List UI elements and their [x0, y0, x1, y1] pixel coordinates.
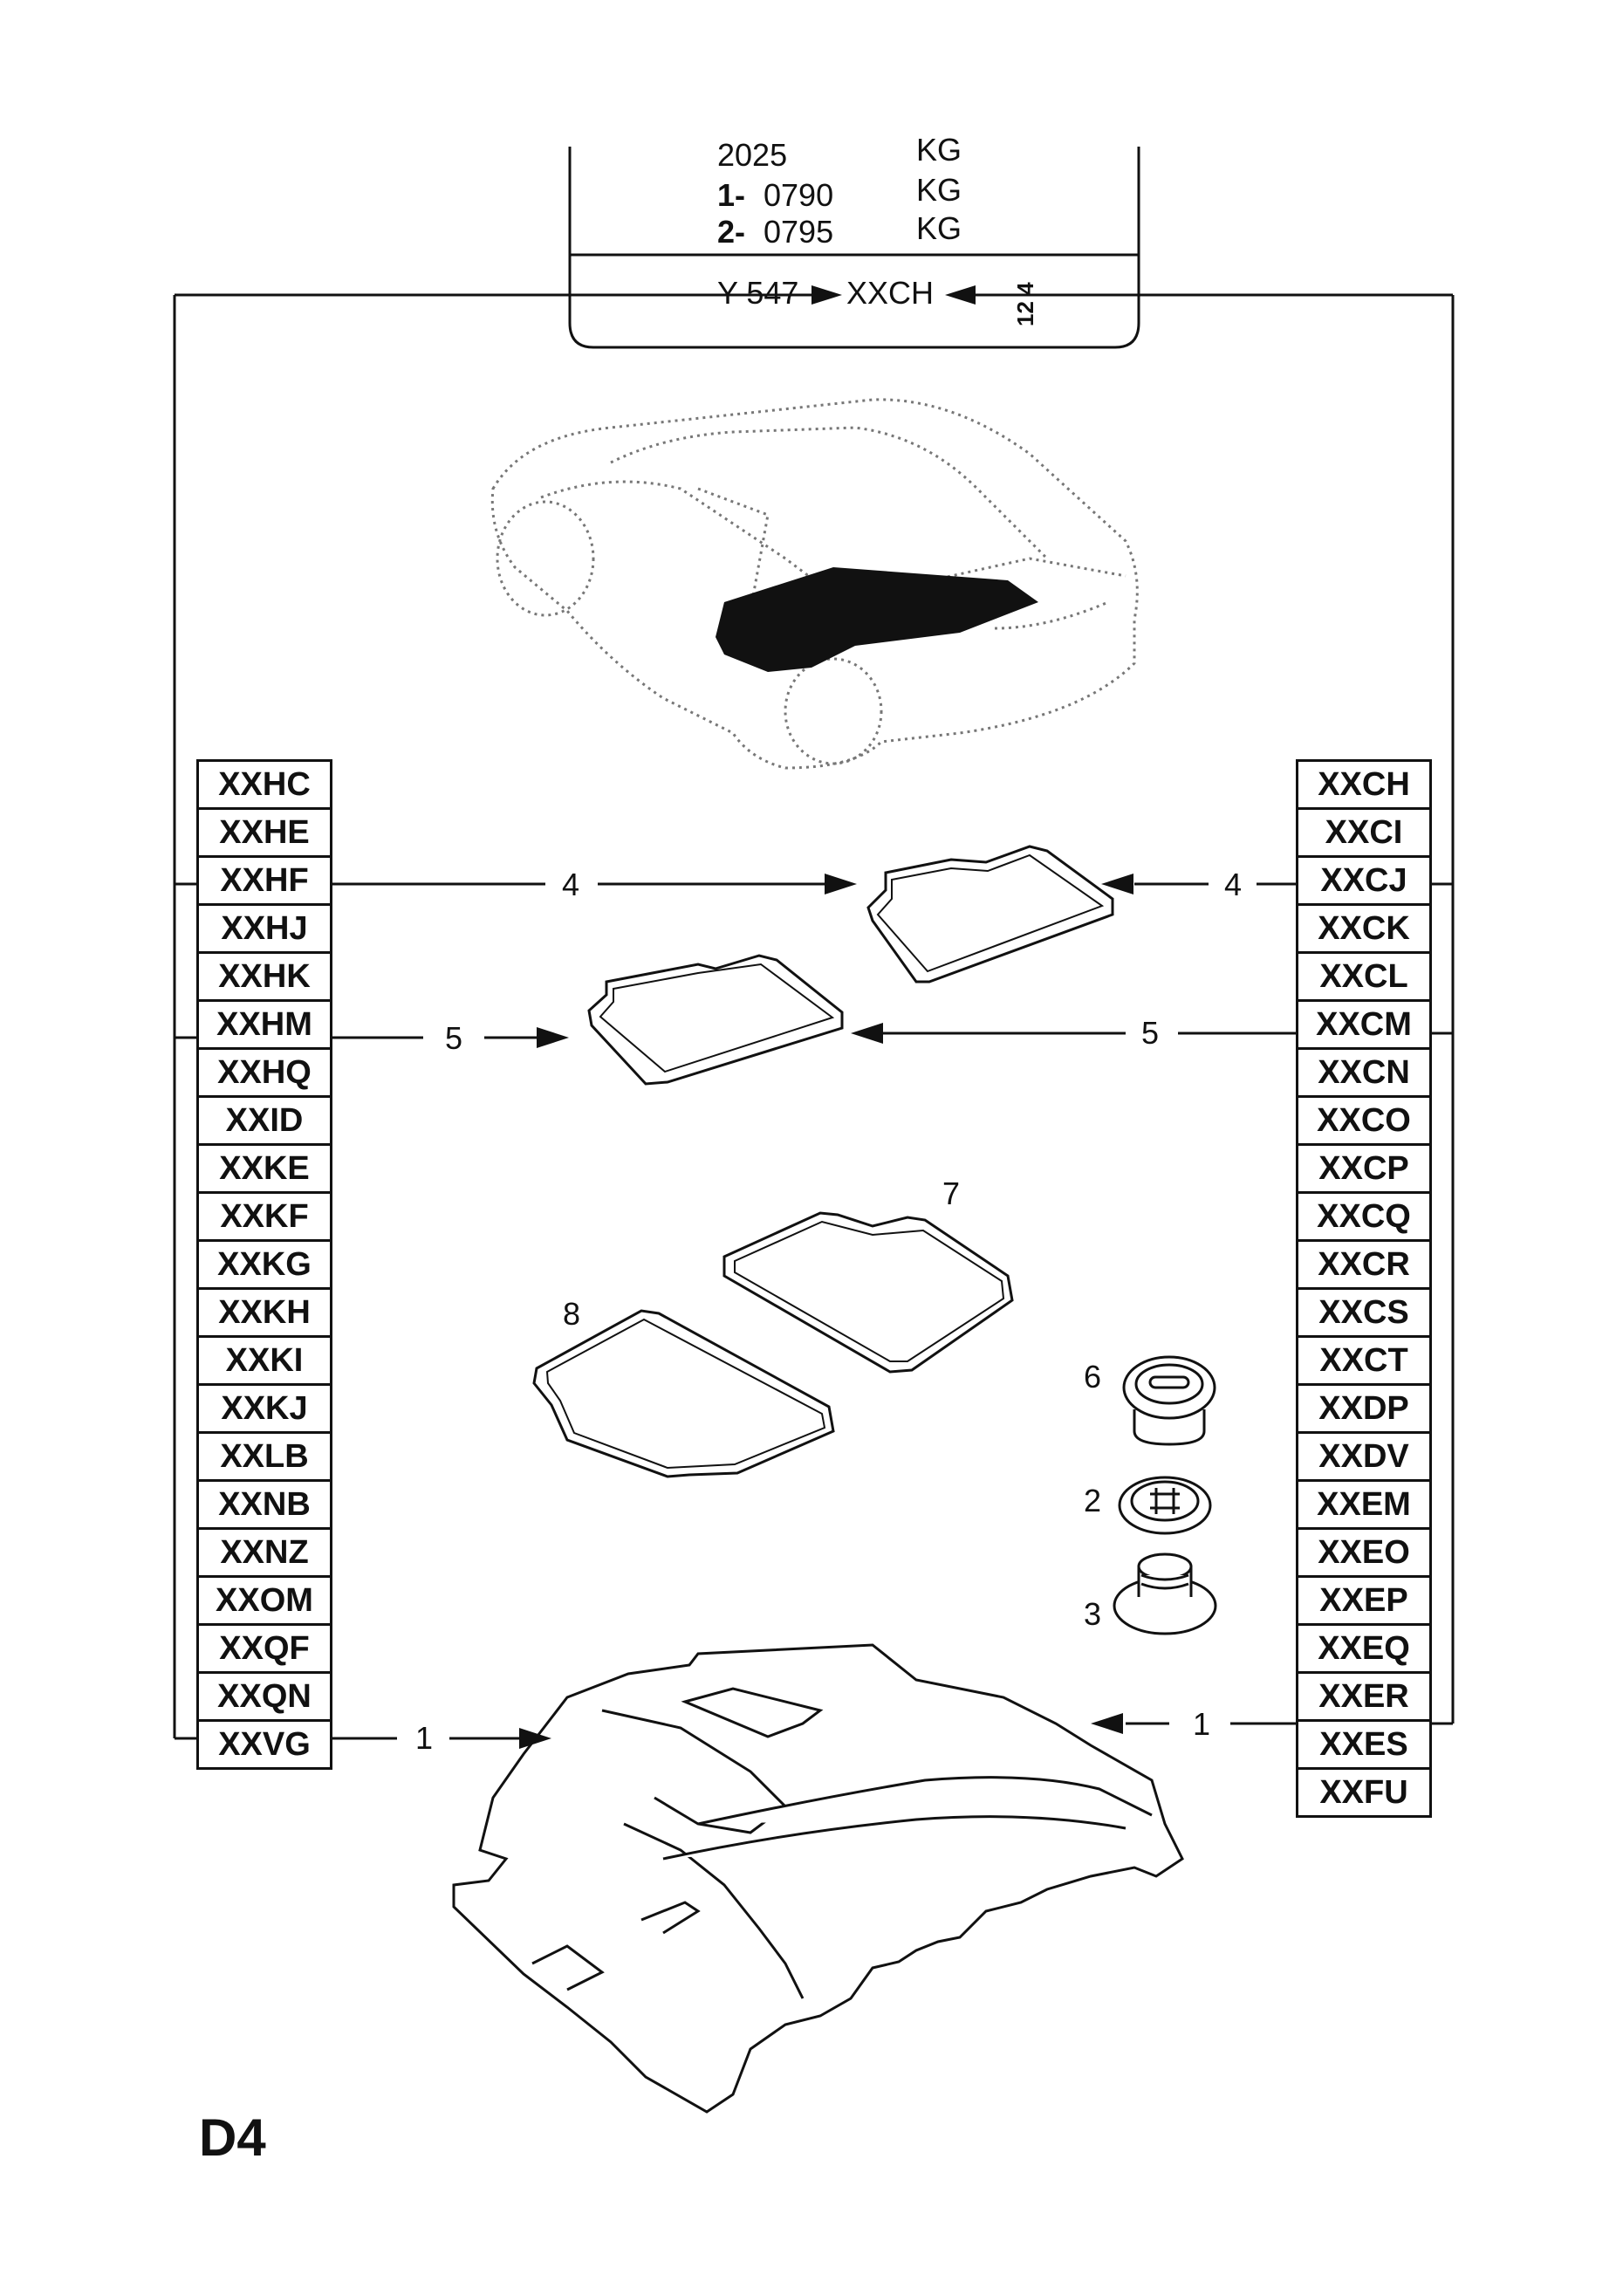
frame-lines — [173, 293, 1455, 1740]
left-code-cell: XXNZ — [196, 1527, 332, 1578]
right-code-cell: XXES — [1296, 1719, 1432, 1770]
left-code-cell: XXID — [196, 1095, 332, 1146]
left-code-cell: XXHK — [196, 951, 332, 1002]
left-code-cell: XXKH — [196, 1287, 332, 1338]
mat-part-7 — [722, 1211, 1014, 1374]
right-code-cell: XXER — [1296, 1671, 1432, 1722]
header-block — [568, 147, 1140, 349]
right-code-cell: XXCJ — [1296, 855, 1432, 906]
right-code-cell: XXCT — [1296, 1335, 1432, 1386]
left-code-cell: XXQF — [196, 1623, 332, 1674]
fastener-part-3 — [1113, 1552, 1217, 1635]
left-code-cell: XXKI — [196, 1335, 332, 1386]
callout-lines — [332, 882, 1296, 1740]
left-code-cell: XXKE — [196, 1143, 332, 1194]
header-unit-1: KG — [916, 132, 962, 168]
mat-part-4 — [866, 845, 1114, 984]
header-ref-left: Y 547 — [717, 275, 798, 311]
left-code-cell: XXHQ — [196, 1047, 332, 1098]
header-prefix-2: 1- — [717, 177, 745, 213]
right-code-cell: XXCS — [1296, 1287, 1432, 1338]
callout-part-6: 6 — [1084, 1359, 1101, 1395]
callout-part-5-left: 5 — [445, 1020, 462, 1056]
left-code-cell: XXHM — [196, 999, 332, 1050]
right-code-cell: XXFU — [1296, 1767, 1432, 1818]
right-code-cell: XXDP — [1296, 1383, 1432, 1434]
left-code-cell: XXHC — [196, 759, 332, 810]
right-code-cell: XXEQ — [1296, 1623, 1432, 1674]
mat-part-8 — [532, 1309, 835, 1478]
right-code-cell: XXCP — [1296, 1143, 1432, 1194]
callout-part-8: 8 — [563, 1296, 580, 1332]
right-code-cell: XXCL — [1296, 951, 1432, 1002]
header-prefix-3: 2- — [717, 214, 745, 250]
header-arrows — [812, 285, 976, 305]
callout-part-4-right: 4 — [1224, 867, 1242, 902]
fastener-part-2 — [1118, 1476, 1212, 1535]
right-code-cell: XXCH — [1296, 759, 1432, 810]
right-code-cell: XXCR — [1296, 1239, 1432, 1290]
right-code-cell: XXCQ — [1296, 1191, 1432, 1242]
page-id: D4 — [199, 2108, 266, 2167]
car-illustration — [490, 398, 1139, 770]
right-code-cell: XXDV — [1296, 1431, 1432, 1482]
header-number-2: 0790 — [764, 177, 833, 213]
header-number-1: 2025 — [717, 137, 787, 173]
header-unit-3: KG — [916, 210, 962, 246]
left-code-cell: XXOM — [196, 1575, 332, 1626]
callout-part-4-left: 4 — [562, 867, 579, 902]
callout-part-2: 2 — [1084, 1483, 1101, 1518]
right-code-cell: XXCI — [1296, 807, 1432, 858]
header-number-3: 0795 — [764, 214, 833, 250]
header-unit-2: KG — [916, 172, 962, 208]
right-code-cell: XXCO — [1296, 1095, 1432, 1146]
right-code-cell: XXCK — [1296, 903, 1432, 954]
callout-part-1-right: 1 — [1193, 1706, 1210, 1742]
left-code-cell: XXLB — [196, 1431, 332, 1482]
fastener-part-6 — [1122, 1355, 1216, 1446]
left-code-cell: XXKF — [196, 1191, 332, 1242]
right-code-cell: XXCM — [1296, 999, 1432, 1050]
header-ref-code: XXCH — [846, 275, 934, 311]
car-floor-highlight — [716, 567, 1038, 672]
right-code-cell: XXEO — [1296, 1527, 1432, 1578]
callout-part-3: 3 — [1084, 1596, 1101, 1632]
mat-part-5 — [587, 954, 844, 1086]
right-code-cell: XXEM — [1296, 1479, 1432, 1530]
callout-arrowheads — [519, 874, 1133, 1749]
left-code-cell: XXKG — [196, 1239, 332, 1290]
callout-part-5-right: 5 — [1141, 1015, 1159, 1051]
left-code-cell: XXHF — [196, 855, 332, 906]
left-code-cell: XXQN — [196, 1671, 332, 1722]
left-code-cell: XXVG — [196, 1719, 332, 1770]
header-ref-right: 12 4 — [1012, 282, 1038, 326]
left-code-cell: XXNB — [196, 1479, 332, 1530]
callout-part-1-left: 1 — [415, 1720, 433, 1756]
left-code-cell: XXHJ — [196, 903, 332, 954]
left-code-cell: XXHE — [196, 807, 332, 858]
left-code-cell: XXKJ — [196, 1383, 332, 1434]
trunk-covering-part-1 — [452, 1643, 1184, 2114]
callout-part-7: 7 — [942, 1175, 960, 1211]
right-code-cell: XXEP — [1296, 1575, 1432, 1626]
right-code-cell: XXCN — [1296, 1047, 1432, 1098]
